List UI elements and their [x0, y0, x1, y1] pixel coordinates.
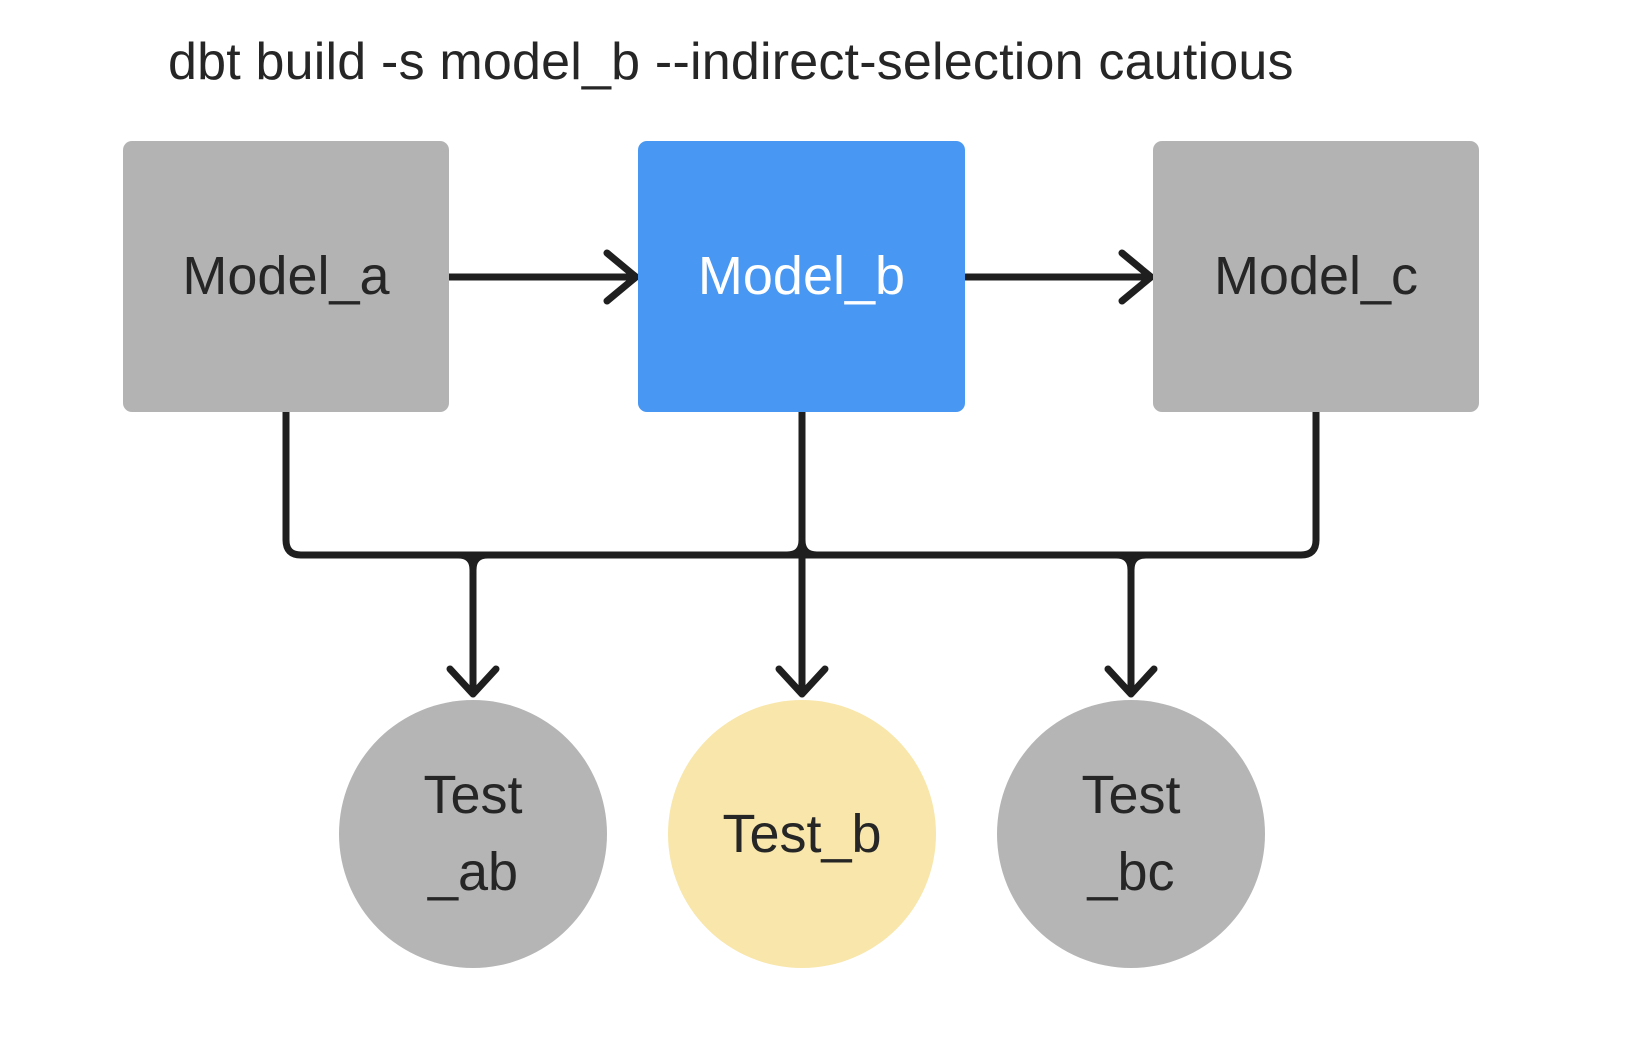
- arrowhead-test-ab-icon: [446, 665, 500, 698]
- fillet-model-b-right: [798, 536, 821, 559]
- node-model-c-label: Model_c: [1213, 246, 1419, 307]
- node-model-c: Model_c: [1153, 141, 1479, 412]
- node-test-bc-label: Test _bc: [1081, 765, 1181, 902]
- node-model-a-label: Model_a: [182, 246, 390, 307]
- node-model-b-label: Model_b: [697, 246, 906, 307]
- node-test-bc: Test _bc: [997, 700, 1265, 968]
- node-model-b: Model_b: [638, 141, 965, 412]
- node-test-b: Test_b: [668, 700, 936, 968]
- arrowhead-test-bc-icon: [1104, 665, 1158, 698]
- node-test-b-label: Test_b: [722, 803, 882, 864]
- node-test-ab: Test _ab: [339, 700, 607, 968]
- node-test-ab-label: Test _ab: [423, 765, 523, 902]
- fillet-test-bc-right: [1127, 551, 1150, 574]
- diagram-title: dbt build -s model_b --indirect-selectio…: [168, 33, 1294, 91]
- node-model-a: Model_a: [123, 141, 449, 412]
- arrowhead-model-b-icon: [603, 249, 640, 305]
- fillet-test-ab-right: [469, 551, 492, 574]
- arrowhead-test-b-icon: [775, 665, 829, 698]
- arrowhead-model-c-icon: [1118, 249, 1155, 305]
